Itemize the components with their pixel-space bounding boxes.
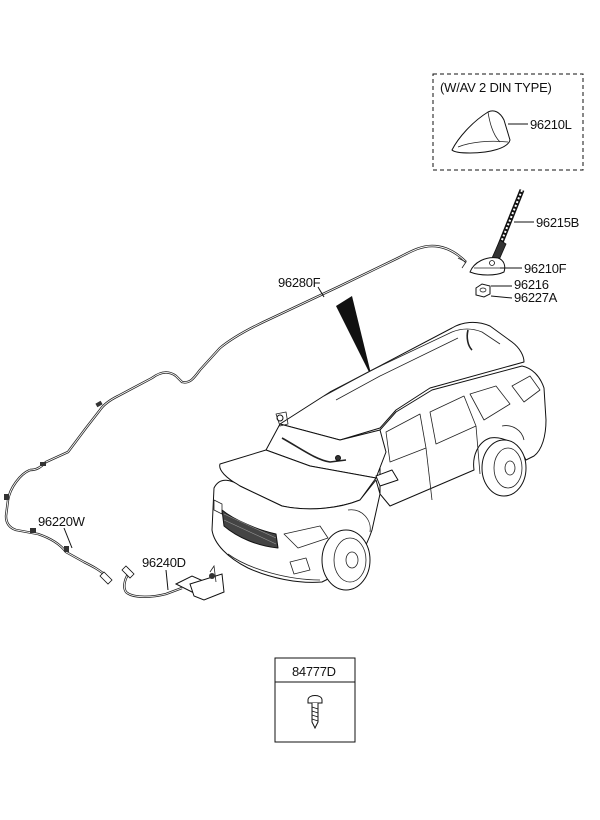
suv-vehicle-icon	[211, 321, 547, 591]
leader-96240D	[165, 569, 169, 591]
antenna-base-icon	[469, 257, 506, 276]
shark-antenna-icon	[451, 110, 511, 154]
label-96210L: 96210L	[530, 117, 572, 132]
label-84777D: 84777D	[292, 664, 336, 679]
leader-96227A	[490, 295, 513, 299]
nut-icon	[475, 283, 491, 298]
screw-box: 84777D	[274, 657, 356, 743]
label-96215B: 96215B	[536, 215, 579, 230]
screw-icon	[307, 695, 323, 730]
label-96210F: 96210F	[524, 261, 567, 276]
gps-cable	[121, 564, 225, 601]
label-96280F: 96280F	[278, 275, 321, 290]
label-96220W: 96220W	[38, 514, 86, 529]
antenna-rod-icon	[491, 189, 525, 261]
location-pointer-icon	[336, 296, 372, 378]
leader-96280F	[317, 286, 325, 298]
label-96240D: 96240D	[142, 555, 186, 570]
leader-96220W	[63, 527, 73, 549]
main-cable	[4, 468, 113, 585]
label-96216: 96216	[514, 277, 549, 292]
label-96227A: 96227A	[514, 290, 558, 305]
variant-box: (W/AV 2 DIN TYPE) 96210L	[432, 73, 584, 171]
variant-note: (W/AV 2 DIN TYPE)	[440, 80, 552, 95]
roof-cable	[29, 244, 467, 472]
